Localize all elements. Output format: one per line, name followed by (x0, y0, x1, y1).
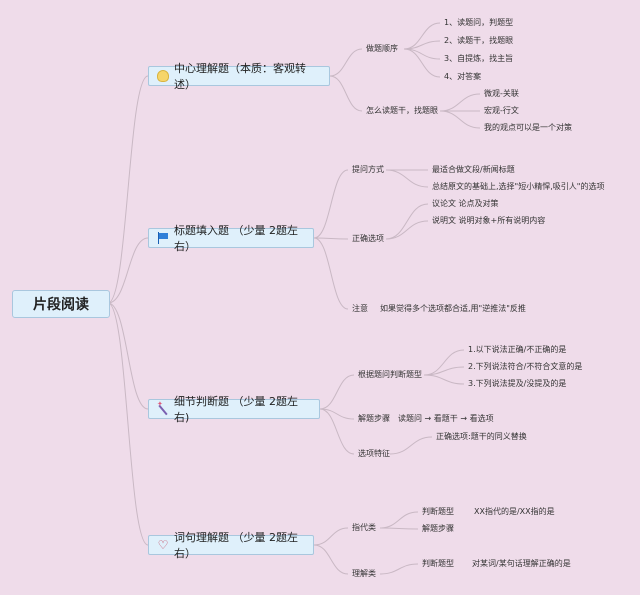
connector-line (439, 110, 481, 129)
branch-label: 指代类 (352, 523, 376, 532)
leaf-item: 宏观-行文 (484, 106, 519, 115)
topic-central-idea[interactable]: 中心理解题（本质：客观转述） (148, 62, 330, 91)
leaf-item: 1、读题问，判题型 (444, 18, 514, 27)
leaf-item: 总结原文的基础上,选择"短小精悍,吸引人"的选项 (432, 182, 605, 191)
topic-detail-judgment[interactable]: 细节判断题 （少量 2题左右) (148, 395, 320, 424)
heart-icon: ♡ (157, 538, 169, 552)
connector-line (385, 220, 429, 240)
connector-line (379, 511, 419, 529)
leaf-item: 说明文 说明对象+所有说明内容 (432, 216, 546, 225)
leaf-item: 2、读题干，找题眼 (444, 36, 514, 45)
connector-line (107, 302, 149, 410)
connector-line (423, 374, 465, 385)
topic-label: 细节判断题 （少量 2题左右) (174, 395, 298, 424)
topic-label: 词句理解题 （少量 2题左右） (174, 531, 298, 560)
leaf-item: 3、自提炼，找主旨 (444, 54, 514, 63)
connector-line (107, 237, 149, 304)
connector-line (329, 48, 363, 77)
leaf-item: 3.下列说法提及/没提及的是 (468, 379, 567, 388)
connector-line (385, 203, 429, 240)
connector-line (385, 169, 429, 188)
magic-wand-icon (157, 400, 169, 415)
note-text: 如果觉得多个选项都合适,用"逆推法"反推 (380, 304, 526, 313)
leaf-item: 4、对答案 (444, 72, 482, 81)
connector-line (313, 237, 349, 310)
topic-word-sentence[interactable]: ♡ 词句理解题 （少量 2题左右） (148, 531, 314, 560)
leaf-item: 2.下列说法符合/不符合文意的是 (468, 362, 583, 371)
connector-line (313, 527, 349, 546)
root-label: 片段阅读 (33, 297, 89, 313)
connector-line (389, 436, 433, 455)
connector-line (107, 75, 149, 304)
connector-line (313, 169, 349, 239)
root-node[interactable]: 片段阅读 (12, 290, 110, 318)
leaf-item: 解题步骤 (422, 524, 454, 533)
branch-label: 选项特征 (358, 449, 390, 458)
branch-label: 提问方式 (352, 165, 384, 174)
connector-line (403, 48, 441, 78)
topic-label: 中心理解题（本质：客观转述） (174, 62, 306, 91)
connector-line (107, 302, 149, 546)
flag-icon (157, 232, 169, 244)
leaf-item: 我的观点可以是一个对策 (484, 123, 572, 132)
leaf-detail: 对某词/某句话理解正确的是 (472, 559, 571, 568)
leaf-item: 最适合做文段/新闻标题 (432, 165, 515, 174)
leaf-item: 微观-关联 (484, 89, 519, 98)
branch-label: 注意 (352, 304, 368, 313)
connector-line (319, 408, 355, 455)
connector-line (319, 408, 355, 420)
branch-label: 理解类 (352, 569, 376, 578)
connector-line (319, 374, 355, 410)
branch-label: 做题顺序 (366, 44, 398, 53)
branch-label: 怎么读题干，找题眼 (366, 106, 438, 115)
connector-line (403, 22, 441, 50)
leaf-item: 判断题型 (422, 507, 454, 516)
leaf-item: 议论文 论点及对策 (432, 199, 499, 208)
leaf-item: 1.以下说法正确/不正确的是 (468, 345, 567, 354)
connector-line (379, 527, 419, 530)
leaf-detail: XX指代的是/XX指的是 (474, 507, 555, 516)
leaf-item: 正确选项:题干的同义替换 (436, 432, 527, 441)
connector-line (313, 237, 349, 240)
branch-label: 解题步骤 (358, 414, 390, 423)
connector-line (379, 563, 419, 575)
branch-label: 根据题问判断题型 (358, 370, 422, 379)
topic-label: 标题填入题 （少量 2题左右） (174, 224, 298, 253)
branch-label: 正确选项 (352, 234, 384, 243)
topic-title-fill[interactable]: 标题填入题 （少量 2题左右） (148, 224, 314, 253)
lightbulb-icon (157, 70, 169, 82)
leaf-item: 判断题型 (422, 559, 454, 568)
connector-line (313, 544, 349, 575)
steps-text: 读题问 → 看题干 → 看选项 (398, 414, 494, 423)
connector-line (329, 75, 363, 112)
connector-line (439, 93, 481, 112)
